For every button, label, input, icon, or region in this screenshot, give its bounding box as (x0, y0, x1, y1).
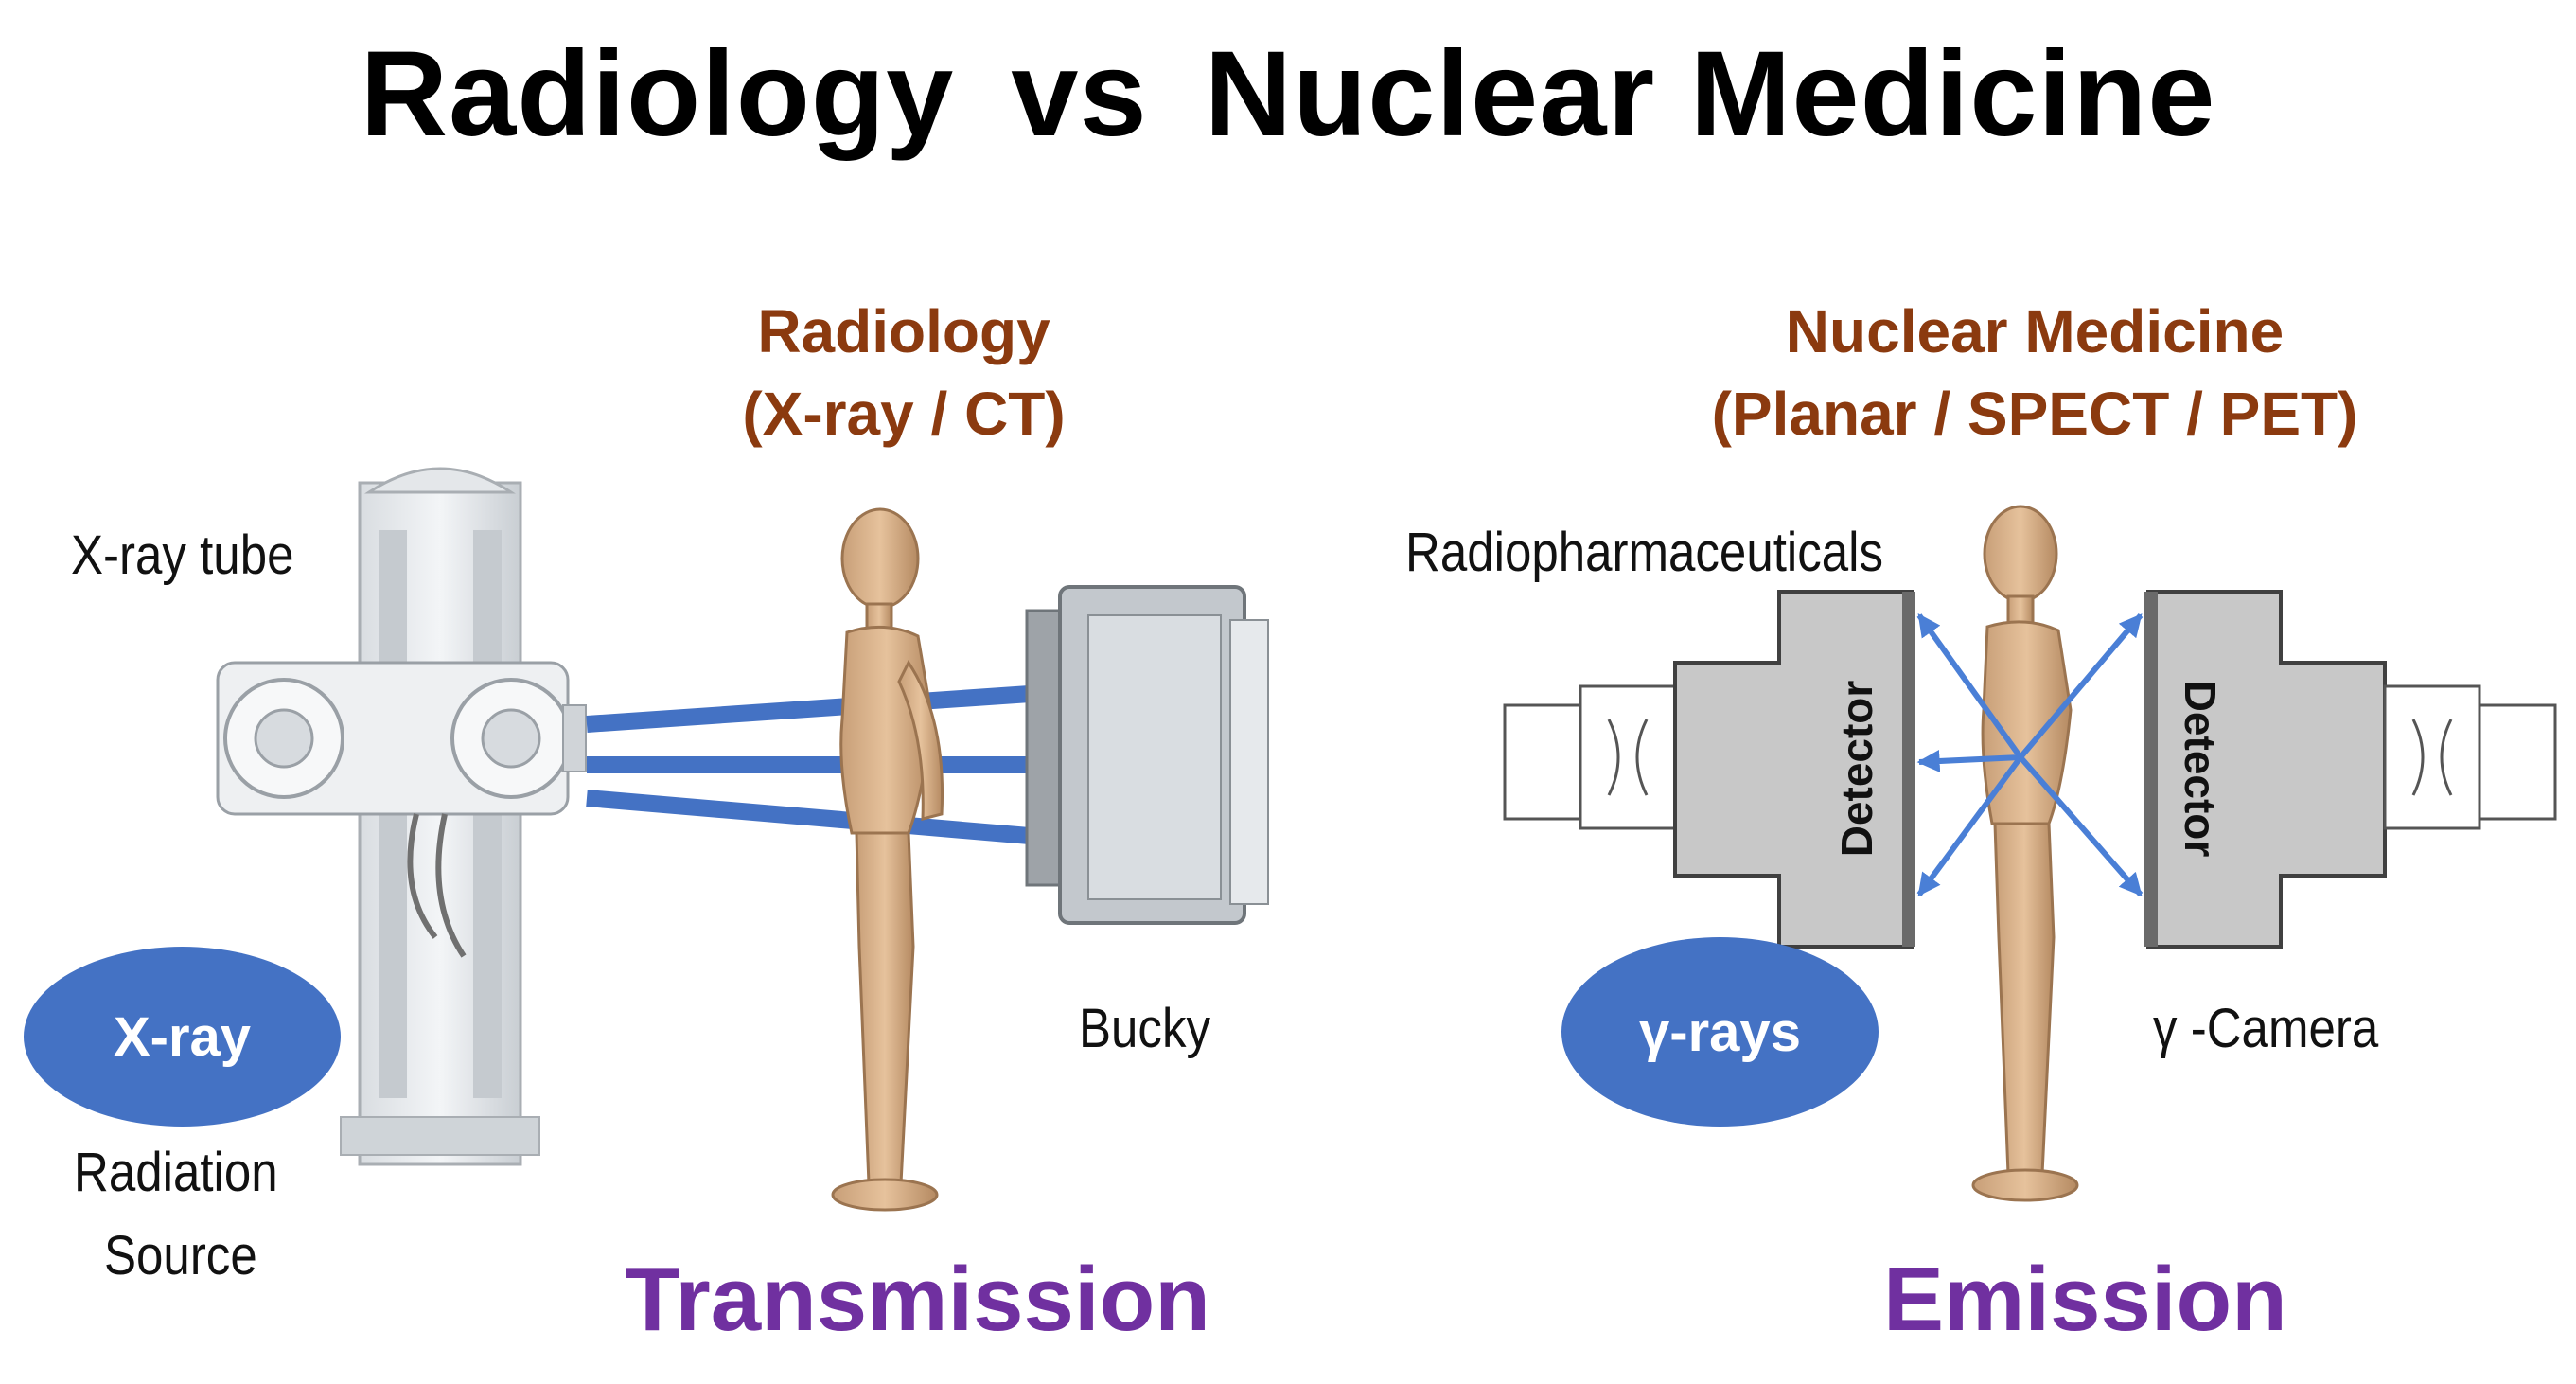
detector-right-label: Detector (2176, 680, 2225, 858)
bucky-label: Bucky (1079, 998, 1210, 1059)
emission-label: Emission (1883, 1249, 2287, 1350)
xray-badge-label: X-ray (113, 1005, 252, 1068)
detector-left-label: Detector (1832, 680, 1881, 858)
gamma-rays-badge: γ-rays (1561, 937, 1879, 1127)
radiology-subheading: (X-ray / CT) (742, 380, 1066, 448)
detector-left (1503, 590, 1915, 949)
nuclear-subheading: (Planar / SPECT / PET) (1711, 380, 2358, 448)
mannequin-right (1971, 505, 2079, 1202)
radiopharmaceuticals-label: Radiopharmaceuticals (1405, 522, 1883, 583)
title-left: Radiology (360, 27, 955, 162)
bucky-panel (1025, 585, 1269, 925)
xray-badge: X-ray (24, 947, 341, 1127)
gamma-rays-badge-label: γ-rays (1639, 1001, 1801, 1063)
title-right: Nuclear Medicine (1204, 27, 2216, 162)
gamma-arrows (1916, 613, 2144, 896)
radiation-source-line1: Radiation (74, 1142, 278, 1203)
radiology-heading: Radiology (757, 297, 1050, 365)
radiation-source-line2: Source (104, 1225, 257, 1286)
mannequin-left (831, 507, 944, 1212)
transmission-label: Transmission (625, 1249, 1210, 1350)
nuclear-heading: Nuclear Medicine (1785, 297, 2285, 365)
xray-machine (216, 467, 587, 1166)
xray-tube-label: X-ray tube (71, 524, 294, 586)
gamma-camera-label: γ -Camera (2153, 998, 2379, 1059)
title-vs: vs (1011, 27, 1148, 162)
detector-right (2144, 590, 2557, 949)
